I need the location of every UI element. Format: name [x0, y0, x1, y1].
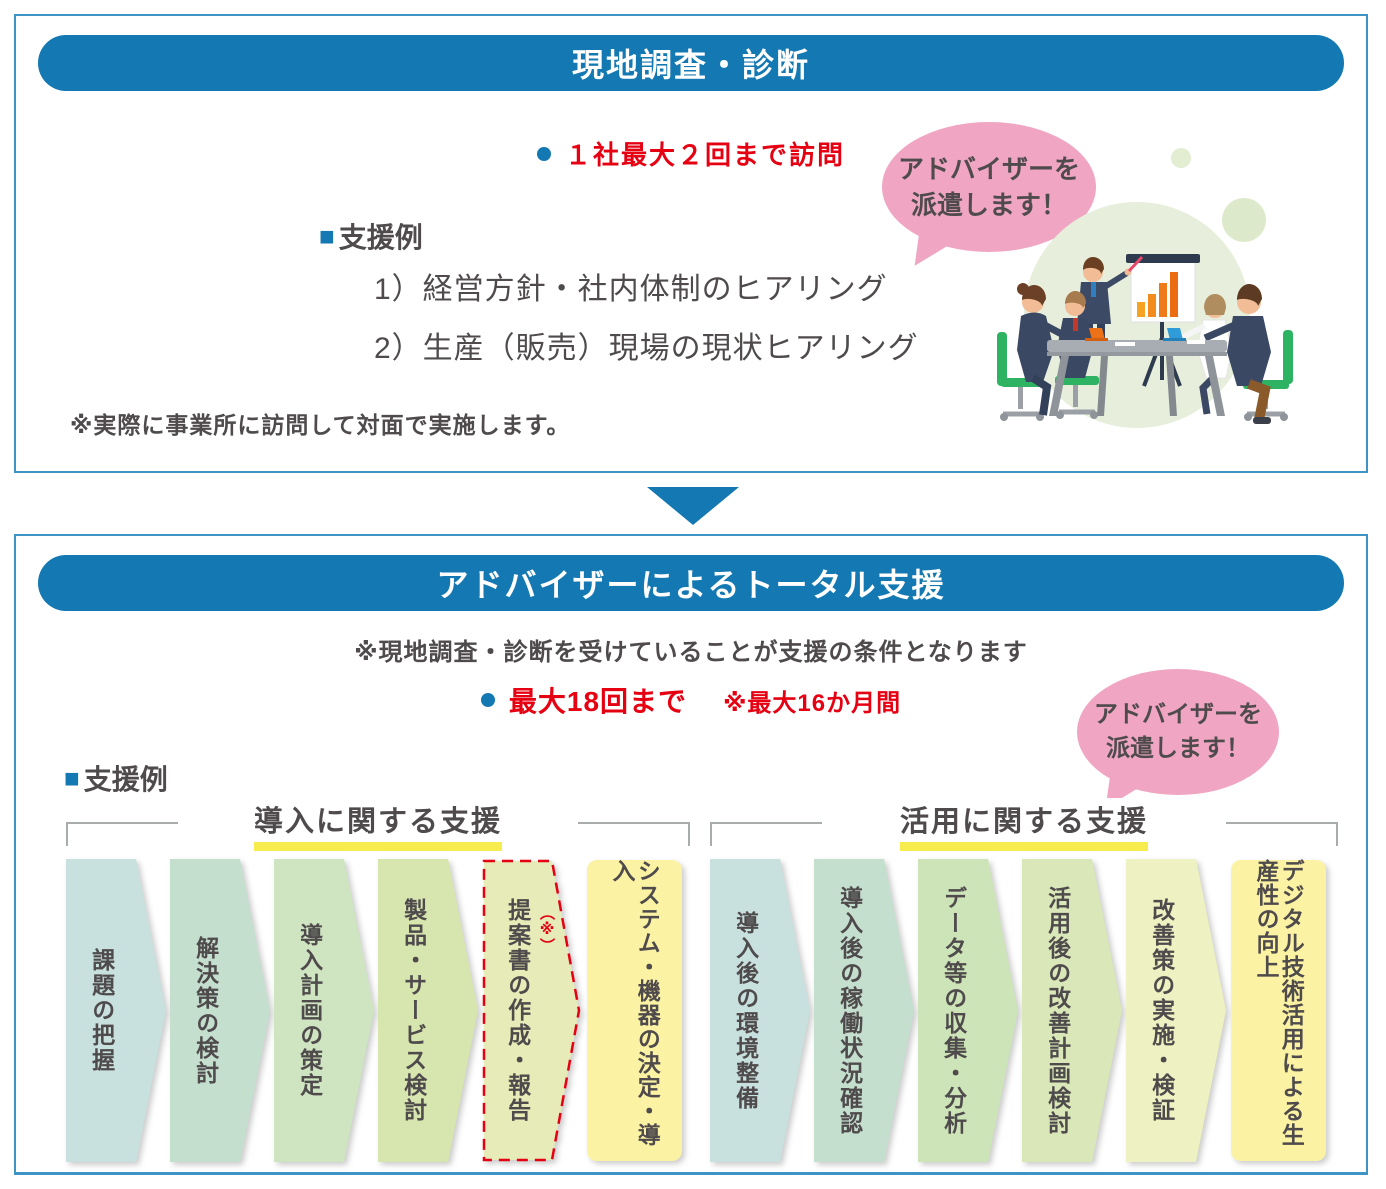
down-arrow-icon — [647, 487, 739, 525]
process-step-label: 導入後の稼働状況確認 — [836, 885, 863, 1136]
chevron-shape — [1126, 859, 1226, 1162]
process-step: 導入計画の策定 — [274, 859, 374, 1162]
advisor-speech-bubble: アドバイザーを 派遣します！ — [1077, 669, 1279, 817]
step-annotation: （※） — [538, 905, 555, 953]
chevron-dashed-shape — [482, 859, 581, 1162]
process-step-label: 製品・サービス検討 — [400, 898, 427, 1123]
process-step: 導入後の稼働状況確認 — [814, 859, 914, 1162]
process-step: 活用後の改善計画検討 — [1022, 859, 1122, 1162]
process-step-label: 改善策の実施・検証 — [1148, 898, 1175, 1123]
process-step-goal: デジタル技術活用による生産性の向上 — [1230, 859, 1330, 1162]
rounded-box-shape — [587, 860, 682, 1161]
label-highlight — [899, 842, 1148, 851]
session-limit-bullet-line: 最大18回まで ※最大16か月間 — [16, 680, 1366, 720]
chevron-shape — [814, 859, 914, 1162]
bullet-dot-icon — [480, 693, 495, 707]
section-title-banner: 現地調査・診断 — [38, 35, 1344, 91]
process-step: 解決策の検討 — [170, 859, 270, 1162]
section-title: 現地調査・診断 — [571, 47, 810, 83]
label-highlight — [253, 842, 502, 851]
process-step: 課題の把握 — [66, 859, 166, 1162]
rounded-box-shape — [1231, 860, 1326, 1161]
bullet-dot-icon — [536, 146, 551, 161]
process-step-label: システム・機器の決定・導入 — [609, 859, 661, 1147]
chevron-shape — [66, 859, 166, 1162]
support-example-item: 2）生産（販売）現場の現状ヒアリング — [374, 332, 919, 365]
chevron-shape — [274, 859, 374, 1162]
total-support-section: アドバイザーによるトータル支援 ※現地調査・診断を受けていることが支援の条件とな… — [14, 534, 1368, 1175]
phase-group-utilization: 活用に関する支援 — [710, 798, 1338, 858]
process-step: 導入後の環境整備 — [710, 859, 810, 1162]
chevron-shape — [170, 859, 270, 1162]
chevron-shape — [1022, 859, 1122, 1162]
phase-group-label-text: 導入に関する支援 — [253, 806, 502, 838]
chevron-shape — [710, 859, 810, 1162]
speech-bubble-text: アドバイザーを 派遣します！ — [1094, 701, 1262, 762]
process-step-label: 解決策の検討 — [192, 935, 219, 1086]
section-title-banner: アドバイザーによるトータル支援 — [38, 555, 1344, 611]
process-step-label: 活用後の改善計画検討 — [1044, 885, 1071, 1136]
process-step-proposal: 提案書の作成・報告 （※） — [482, 859, 582, 1162]
square-marker-icon: ■ — [64, 762, 80, 793]
bracket-line — [710, 822, 822, 846]
process-step: システム・機器の決定・導入 — [586, 859, 686, 1162]
phase-group-introduction: 導入に関する支援 — [66, 798, 690, 858]
process-step-label: 導入計画の策定 — [296, 923, 323, 1098]
condition-note: ※現地調査・診断を受けていることが支援の条件となります — [354, 639, 1028, 666]
visit-limit-bullet-line: １社最大２回まで訪問 — [16, 135, 1366, 172]
support-examples-label: 支援例 — [83, 764, 168, 795]
process-step-label: 課題の把握 — [88, 948, 115, 1073]
onsite-survey-section: 現地調査・診断 １社最大２回まで訪問 アドバイザーを 派遣します！ — [14, 14, 1368, 473]
visit-limit-text: １社最大２回まで訪問 — [564, 140, 845, 170]
chevron-shape — [378, 859, 478, 1162]
support-examples-label: 支援例 — [338, 222, 423, 253]
process-step-label: デジタル技術活用による生産性の向上 — [1253, 859, 1305, 1147]
chevron-shape — [918, 859, 1018, 1162]
advisor-speech-bubble: アドバイザーを 派遣します！ — [882, 122, 1096, 275]
support-example-list: 1）経営方針・社内体制のヒアリング 2）生産（販売）現場の現状ヒアリング — [374, 260, 919, 378]
support-example-item: 1）経営方針・社内体制のヒアリング — [374, 273, 888, 306]
bracket-line — [578, 822, 690, 846]
support-examples-heading: ■ 支援例 — [64, 758, 168, 798]
process-step-label: 提案書の作成・報告 — [504, 898, 531, 1123]
phase-group-label-text: 活用に関する支援 — [899, 806, 1148, 838]
process-step: データ等の収集・分析 — [918, 859, 1018, 1162]
utilization-steps-row: 導入後の環境整備 導入後の稼働状況確認 データ等の収集・分析 活用後の改善計画検… — [710, 859, 1330, 1162]
bracket-line — [1226, 822, 1338, 846]
bracket-line — [66, 822, 178, 846]
section-title: アドバイザーによるトータル支援 — [436, 567, 946, 603]
session-limit-text: 最大18回まで — [508, 686, 688, 717]
process-step: 製品・サービス検討 — [378, 859, 478, 1162]
speech-bubble-text: アドバイザーを 派遣します！ — [897, 153, 1080, 220]
introduction-steps-row: 課題の把握 解決策の検討 導入計画の策定 製品・サービス検討 提案書の作成・報告… — [66, 859, 686, 1162]
support-examples-heading: ■ 支援例 — [319, 216, 423, 256]
meeting-illustration — [997, 148, 1293, 428]
process-step-label: 導入後の環境整備 — [732, 910, 759, 1111]
process-step: 改善策の実施・検証 — [1126, 859, 1226, 1162]
process-step-label: データ等の収集・分析 — [940, 885, 967, 1136]
phase-group-label: 導入に関する支援 — [66, 798, 690, 851]
onsite-note: ※実際に事業所に訪問して対面で実施します。 — [70, 412, 571, 438]
phase-group-label: 活用に関する支援 — [710, 798, 1338, 851]
square-marker-icon: ■ — [319, 220, 335, 251]
session-duration-text: ※最大16か月間 — [723, 689, 902, 717]
